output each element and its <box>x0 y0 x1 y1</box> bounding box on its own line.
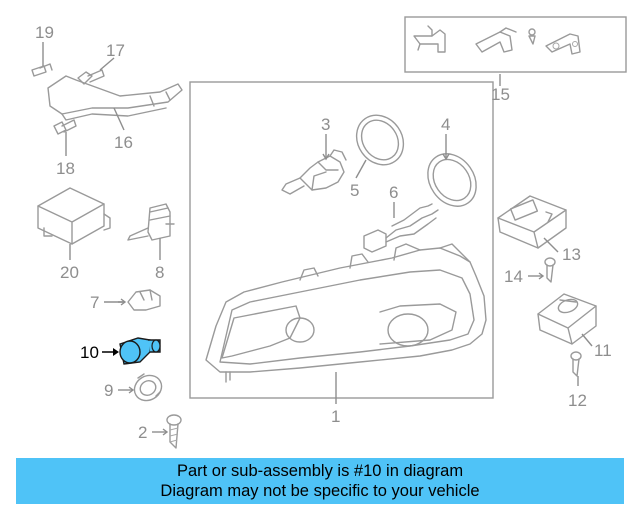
callout-19: 19 <box>35 23 54 42</box>
callout-18: 18 <box>56 159 75 178</box>
bracket-kit-frame <box>404 16 627 73</box>
screw-2-icon <box>166 414 182 449</box>
callout-1: 1 <box>331 407 340 426</box>
callout-20: 20 <box>60 263 79 282</box>
callout-17: 17 <box>106 41 125 60</box>
gasket-ring-4-icon <box>427 153 477 207</box>
screw-18-icon <box>53 119 77 135</box>
callout-9: 9 <box>104 381 113 400</box>
callout-11: 11 <box>594 341 612 360</box>
callout-7: 7 <box>90 293 99 312</box>
callout-14: 14 <box>504 267 523 286</box>
wiring-harness-6-icon <box>363 203 439 253</box>
callout-2: 2 <box>138 423 147 442</box>
callout-13: 13 <box>562 245 581 264</box>
callout-3: 3 <box>321 115 330 134</box>
mounting-bracket-icon <box>47 75 183 121</box>
banner-line-1: Part or sub-assembly is #10 in diagram <box>176 462 464 480</box>
callout-6: 6 <box>389 183 398 202</box>
control-module-icon <box>37 187 111 245</box>
screw-12-icon <box>570 351 582 377</box>
screw-19-icon <box>31 63 53 77</box>
banner-line-2: Diagram may not be specific to your vehi… <box>160 482 480 500</box>
callout-15: 15 <box>491 85 510 104</box>
repair-bracket-icon <box>413 25 581 55</box>
bulb-7-icon <box>127 289 161 311</box>
igniter-module-icon <box>537 293 597 345</box>
callout-12: 12 <box>568 391 587 410</box>
info-banner: Part or sub-assembly is #10 in diagram D… <box>16 458 624 504</box>
callout-16: 16 <box>114 133 133 152</box>
headlamp-icon <box>205 243 487 383</box>
leader-lines <box>42 42 593 436</box>
clip-10-icon <box>119 337 161 365</box>
callout-8: 8 <box>155 263 164 282</box>
callout-10: 10 <box>80 343 99 362</box>
callout-4: 4 <box>441 115 450 134</box>
bulb-socket-3-icon <box>281 149 347 195</box>
callout-5: 5 <box>350 181 359 200</box>
headlamp-assembly-frame <box>189 81 494 399</box>
ballast-module-icon <box>497 195 567 249</box>
bulb-8-icon <box>127 203 175 241</box>
seal-ring-9-icon <box>133 373 163 402</box>
screw-14-icon <box>544 257 556 283</box>
gasket-ring-5-icon <box>355 114 405 166</box>
